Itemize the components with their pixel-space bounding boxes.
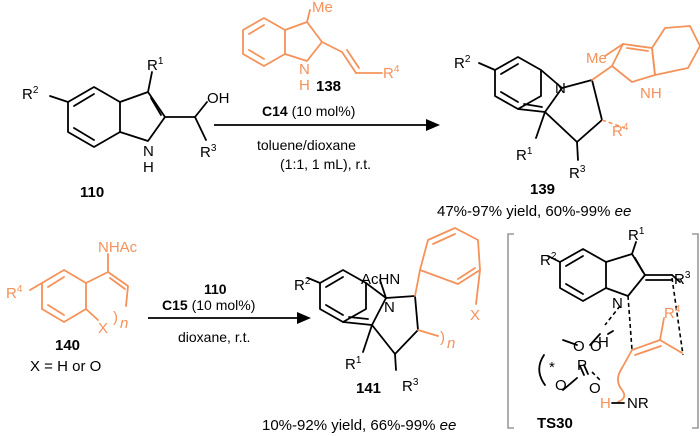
compound-140: NHAc R4 X ) n 140 X = H or O xyxy=(6,239,138,375)
r1-label-141: R1 xyxy=(345,355,362,373)
compound-139: Me NH R2 N R4 R1 R3 139 47%-97% yield, 6… xyxy=(437,25,700,220)
oh-label: OH xyxy=(207,90,230,107)
product-r3-label: R3 xyxy=(569,164,586,182)
reagent-n-label: N xyxy=(299,61,310,78)
ts-label: TS30 xyxy=(537,415,573,432)
n-atom-141: N xyxy=(384,299,395,316)
result-139: 47%-97% yield, 60%-99% ee xyxy=(437,203,631,220)
ts-oh-h-label: H xyxy=(598,334,609,351)
solvent-scheme-2: dioxane, r.t. xyxy=(178,329,250,345)
x-label-141: X xyxy=(470,307,480,324)
product-r4-label: R4 xyxy=(612,122,629,140)
compound-label-139: 139 xyxy=(530,181,555,198)
bracket-left xyxy=(507,233,514,429)
catalyst-c15: C15 (10 mol%) xyxy=(162,297,255,313)
reaction-arrow-1: C14 (10 mol%) toluene/dioxane (1:1, 1 mL… xyxy=(214,103,440,172)
r1-label: R1 xyxy=(147,56,164,74)
nhac-label: NHAc xyxy=(98,239,138,256)
ts-o-top-label: O xyxy=(573,338,585,355)
compound-138: Me N H R4 138 xyxy=(242,0,400,95)
n-label-141: n xyxy=(447,335,455,352)
reaction-arrow-2: 110 C15 (10 mol%) dioxane, r.t. xyxy=(148,281,311,345)
paren-open-140: ) xyxy=(113,309,118,326)
ts-o-right-label: O xyxy=(589,380,601,397)
ts-nr-label: NR xyxy=(627,395,649,412)
product-r1-label: R1 xyxy=(516,146,533,164)
product-nh-label: NH xyxy=(640,85,662,102)
r3-label-141: R3 xyxy=(402,377,419,395)
compound-141: X ) n R2 AcHN N R1 R3 141 10%-92% yield,… xyxy=(262,227,481,434)
ts-oh-o-label: O xyxy=(590,338,602,355)
ts-r2-label: R2 xyxy=(540,251,557,269)
x-label-140: X xyxy=(98,320,108,337)
catalyst-c14: C14 (10 mol%) xyxy=(262,103,355,119)
compound-label-138: 138 xyxy=(316,78,341,95)
nh-h-label: H xyxy=(143,159,154,176)
r4-label: R4 xyxy=(383,64,400,82)
solvent-line-2: (1:1, 1 mL), r.t. xyxy=(280,156,371,172)
me-label: Me xyxy=(312,0,333,16)
compound-110: R2 R1 OH R3 N H 110 xyxy=(22,56,230,201)
paren-141: ) xyxy=(440,329,445,346)
reagent-h-label: H xyxy=(299,77,310,94)
nh-n-label: N xyxy=(143,143,154,160)
reagent-110: 110 xyxy=(204,281,227,297)
compound-label-141: 141 xyxy=(356,380,381,397)
ts-r4-label: R4 xyxy=(664,304,681,322)
achn-label: AcHN xyxy=(361,271,400,288)
ts-r3-label: R3 xyxy=(674,270,691,288)
n-label-140: n xyxy=(120,315,128,332)
compound-label-140: 140 xyxy=(55,337,80,354)
r2-label: R2 xyxy=(22,85,39,103)
product-r2-label: R2 xyxy=(454,54,471,72)
product-n-label: N xyxy=(555,80,566,97)
ts-n-label: N xyxy=(612,295,623,312)
x-definition: X = H or O xyxy=(30,358,101,375)
compound-label-110: 110 xyxy=(80,184,104,201)
product-me-label: Me xyxy=(586,50,607,67)
ts-p-label: P xyxy=(577,357,587,374)
r2-label-141: R2 xyxy=(294,276,311,294)
result-141: 10%-92% yield, 66%-99% ee xyxy=(262,417,456,434)
ts-hn-label: H xyxy=(600,395,611,412)
transition-state-ts30: R2 R1 R3 N R4 H O O P O O * H NR TS30 xyxy=(507,226,699,432)
ts-r1-label: R1 xyxy=(628,226,645,244)
r4-label-140: R4 xyxy=(6,284,23,302)
bracket-right xyxy=(692,233,699,429)
r3-label: R3 xyxy=(200,143,217,161)
solvent-line-1: toluene/dioxane xyxy=(257,137,356,153)
ts-chiral-star: * xyxy=(549,359,555,376)
ts-o-left-label: O xyxy=(555,377,567,394)
